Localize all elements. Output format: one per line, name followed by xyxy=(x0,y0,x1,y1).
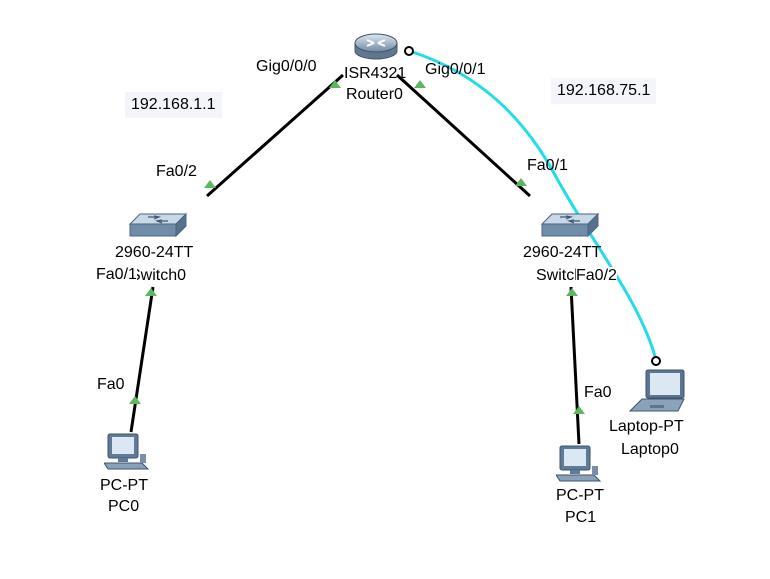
pc0-device[interactable] xyxy=(104,432,150,472)
port-status-pc1-fa0 xyxy=(573,406,585,414)
switch0-name-label: Switch0 xyxy=(130,267,187,284)
port-status-switch0-fa01 xyxy=(145,288,157,296)
port-label-pc0-fa0: Fa0 xyxy=(97,376,125,393)
cable-router-switch1[interactable] xyxy=(395,73,532,198)
cable-router-switch0[interactable] xyxy=(206,73,344,198)
laptop-icon xyxy=(628,369,685,412)
switch-icon xyxy=(128,212,188,238)
pc0-name-label: PC0 xyxy=(108,498,140,515)
laptop0-device[interactable] xyxy=(628,368,688,414)
ip-note-left[interactable]: 192.168.1.1 xyxy=(125,92,222,118)
router0-device[interactable] xyxy=(353,29,399,63)
port-status-router-gig000 xyxy=(329,80,341,88)
port-label-switch0-fa01: Fa0/1 xyxy=(96,266,137,284)
port-label-switch0-fa02: Fa0/2 xyxy=(156,163,197,180)
port-status-pc0-fa0 xyxy=(129,396,141,404)
port-label-switch1-fa01: Fa0/1 xyxy=(527,157,568,174)
console-cable-router-laptop[interactable] xyxy=(408,49,658,361)
desktop-pc-icon xyxy=(556,445,602,482)
console-endpoint-laptop xyxy=(651,356,661,366)
pc1-model-label: PC-PT xyxy=(556,487,604,504)
port-label-router-gig000: Gig0/0/0 xyxy=(256,58,317,75)
port-status-switch1-fa02 xyxy=(566,288,578,296)
pc1-name-label: PC1 xyxy=(565,509,597,526)
router0-name-label: Router0 xyxy=(346,86,403,103)
port-status-router-gig001 xyxy=(414,80,426,88)
cable-switch1-pc1[interactable] xyxy=(569,286,581,445)
port-status-switch1-fa01 xyxy=(515,178,527,186)
port-status-switch0-fa02 xyxy=(204,180,216,188)
laptop0-model-label: Laptop-PT xyxy=(609,418,684,435)
pc1-device[interactable] xyxy=(556,444,602,484)
router-icon xyxy=(354,33,398,60)
switch1-device[interactable] xyxy=(540,212,600,238)
pc0-model-label: PC-PT xyxy=(100,477,148,494)
cable-switch0-pc0[interactable] xyxy=(129,286,155,433)
laptop0-name-label: Laptop0 xyxy=(621,441,679,458)
port-label-switch1-fa02: Fa0/2 xyxy=(576,267,617,285)
switch1-model-label: 2960-24TT xyxy=(523,244,602,261)
port-label-router-gig001: Gig0/0/1 xyxy=(425,61,486,78)
ip-note-right[interactable]: 192.168.75.1 xyxy=(551,78,657,104)
switch0-device[interactable] xyxy=(128,212,188,238)
console-endpoint-router xyxy=(404,46,414,56)
router0-model-label: ISR4321 xyxy=(344,65,407,82)
switch-icon xyxy=(540,212,600,238)
port-label-pc1-fa0: Fa0 xyxy=(584,384,612,401)
desktop-pc-icon xyxy=(104,433,150,470)
switch0-model-label: 2960-24TT xyxy=(115,244,194,261)
